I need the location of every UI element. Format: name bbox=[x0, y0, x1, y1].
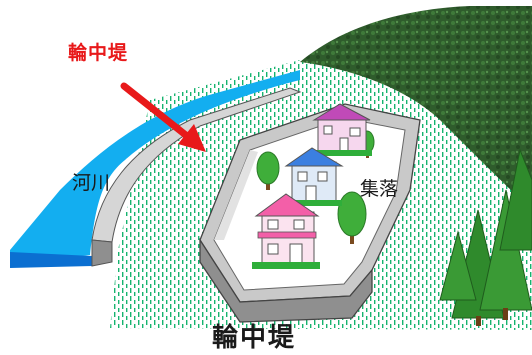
forested-mountain bbox=[300, 6, 532, 210]
village-label: 集落 bbox=[360, 178, 399, 200]
ring-levee-wall-front bbox=[199, 237, 373, 323]
river bbox=[10, 70, 300, 265]
diagram-caption: 輪中堤 bbox=[212, 323, 297, 353]
tree-icon bbox=[256, 151, 280, 190]
river-bank bbox=[10, 252, 92, 268]
house-icon bbox=[252, 193, 320, 269]
red-arrow-icon bbox=[120, 82, 206, 152]
house-icon bbox=[284, 147, 344, 206]
tree-icon bbox=[499, 148, 532, 251]
river-levee-top bbox=[91, 87, 302, 243]
house-icon bbox=[312, 103, 372, 156]
arrow-label: 輪中堤 bbox=[68, 42, 129, 64]
tree-icon bbox=[439, 230, 477, 301]
river-label: 河川 bbox=[72, 172, 111, 194]
ring-levee-inner-slope bbox=[214, 150, 258, 240]
tree-icon bbox=[337, 191, 367, 244]
river-levee-side bbox=[91, 239, 113, 267]
